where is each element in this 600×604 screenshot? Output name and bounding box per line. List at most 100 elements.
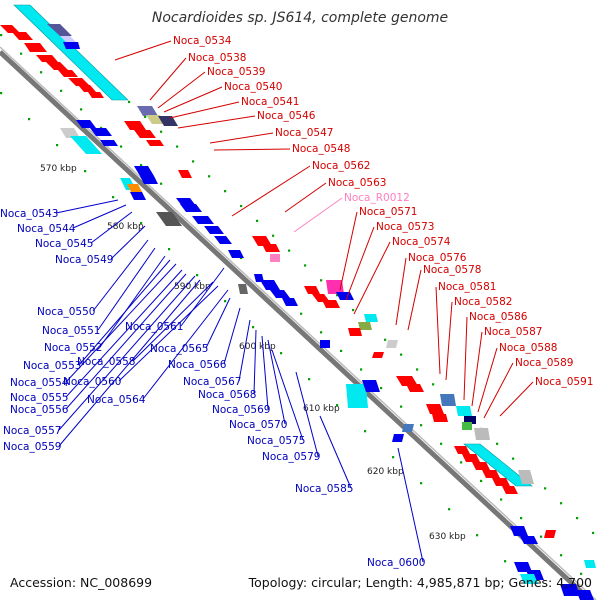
tick-dot [240, 204, 243, 208]
cluster-570-reverse [60, 120, 118, 154]
gene-label-reverse[interactable]: Noca_0579 [262, 451, 320, 463]
gene-label-reverse[interactable]: Noca_0553 [23, 360, 81, 372]
reverse-gene [560, 584, 580, 596]
leader-line [149, 57, 187, 101]
leader-line [99, 255, 166, 348]
gene-label-forward[interactable]: Noca_0548 [292, 143, 350, 155]
gene-label-reverse[interactable]: Noca_0544 [17, 223, 76, 235]
tick-dot [140, 164, 143, 167]
gene-label-reverse[interactable]: Noca_0556 [10, 404, 69, 416]
gene-label-reverse[interactable]: Noca_0575 [247, 435, 305, 447]
gene-label-reverse[interactable]: Noca_0557 [3, 425, 61, 437]
gene-label-forward[interactable]: Noca_0547 [275, 127, 333, 139]
tick-dot [120, 145, 123, 148]
gene-label-forward[interactable]: Noca_0582 [454, 296, 512, 308]
gene-label-forward[interactable]: Noca_0562 [312, 160, 370, 172]
gene-label-reverse[interactable]: Noca_0561 [125, 321, 183, 333]
cluster-0562 [252, 236, 280, 262]
gene-label-forward[interactable]: Noca_0563 [328, 177, 386, 189]
left-gene-labels: Noca_0543Noca_0544Noca_0545Noca_0549Noca… [0, 208, 425, 569]
gene-label-forward[interactable]: Noca_0571 [359, 206, 417, 218]
gene-label-reverse[interactable]: Noca_0543 [0, 208, 58, 220]
leader-line [253, 329, 257, 395]
forward-gene [262, 244, 280, 252]
gene-label-reverse[interactable]: Noca_0570 [229, 419, 287, 431]
kbp-label: 590 kbp [174, 282, 211, 292]
gene-label-forward[interactable]: Noca_0587 [484, 326, 542, 338]
cyan-gene [456, 406, 472, 416]
gene-label-reverse[interactable]: Noca_0559 [3, 441, 61, 453]
gene-label-forward[interactable]: Noca_0591 [535, 376, 593, 388]
leader-line [58, 275, 196, 431]
gene-label-reverse[interactable]: Noca_0545 [35, 238, 93, 250]
gene-label-forward[interactable]: Noca_0589 [515, 357, 573, 369]
tick-dot [28, 118, 31, 121]
tick-dot [592, 531, 595, 535]
gene-label-reverse[interactable]: Noca_0569 [212, 404, 270, 416]
genome-backbone [0, 46, 597, 602]
tick-dot [352, 308, 355, 312]
gene-label-reverse[interactable]: Noca_0564 [87, 394, 146, 406]
gene-label-reverse[interactable]: Noca_0560 [63, 376, 121, 388]
cyan-gene [584, 560, 596, 568]
tick-dot [300, 312, 303, 315]
backbone-highlight [0, 46, 597, 601]
gene-label-forward[interactable]: Noca_0538 [188, 52, 246, 64]
leader-line [65, 269, 183, 398]
gene-label-forward[interactable]: Noca_0581 [438, 281, 496, 293]
gene-label-reverse[interactable]: Noca_0600 [367, 557, 425, 569]
gene-label-reverse[interactable]: Noca_0585 [295, 483, 353, 495]
tick-dot [420, 482, 423, 485]
tick-dot [504, 560, 507, 563]
leader-line [295, 371, 319, 457]
gene-label-reverse[interactable]: Noca_0550 [37, 306, 95, 318]
leader-line [231, 165, 311, 217]
gene-label-reverse[interactable]: Noca_0551 [42, 325, 100, 337]
forward-gene [454, 446, 470, 454]
tick-dot [56, 144, 59, 147]
gene-label-reverse[interactable]: Noca_0558 [77, 356, 135, 368]
gene-label-reverse[interactable]: Noca_0554 [10, 377, 69, 389]
tick-dot [252, 326, 255, 329]
gene-label-forward[interactable]: Noca_0576 [408, 252, 467, 264]
leader-line [209, 132, 274, 144]
tick-dot [340, 349, 343, 352]
gene-label-reverse[interactable]: Noca_0565 [150, 343, 208, 355]
gene-label-forward[interactable]: Noca_0574 [392, 236, 451, 248]
gene-label-forward[interactable]: Noca_R0012 [344, 192, 410, 204]
tick-dot [288, 249, 291, 252]
gene-label-reverse[interactable]: Noca_0566 [168, 359, 227, 371]
gene-label-forward[interactable]: Noca_0578 [423, 264, 481, 276]
reverse-gene [130, 192, 146, 200]
forward-gene [0, 25, 20, 33]
gene-label-reverse[interactable]: Noca_0568 [198, 389, 256, 401]
gene-label-forward[interactable]: Noca_0539 [207, 66, 265, 78]
gene-label-forward[interactable]: Noca_0541 [241, 96, 299, 108]
tick-dot [576, 516, 579, 520]
reverse-gene [100, 140, 118, 146]
gene-label-forward[interactable]: Noca_0540 [224, 81, 282, 93]
gene-label-forward[interactable]: Noca_0573 [376, 221, 434, 233]
gene-label-forward[interactable]: Noca_0586 [469, 311, 528, 323]
gene-label-reverse[interactable]: Noca_0549 [55, 254, 113, 266]
tick-dot [476, 534, 479, 537]
tick-dot [580, 572, 583, 575]
purple-gene [47, 24, 72, 36]
leader-line [78, 259, 171, 366]
leader-line [261, 335, 269, 410]
reverse-gene [140, 176, 158, 184]
map-title: Nocardioides sp. JS614, complete genome [152, 10, 448, 26]
leader-line [339, 211, 358, 291]
forward-gene [252, 236, 272, 246]
gene-label-forward[interactable]: Noca_0534 [173, 35, 232, 47]
gene-label-reverse[interactable]: Noca_0555 [10, 392, 68, 404]
tick-dot [520, 516, 523, 520]
rna-gene [270, 254, 280, 262]
forward-gene [124, 121, 146, 130]
gene-label-forward[interactable]: Noca_0588 [499, 342, 557, 354]
gene-label-reverse[interactable]: Noca_0552 [44, 342, 102, 354]
gene-label-reverse[interactable]: Noca_0567 [183, 376, 241, 388]
gene-label-forward[interactable]: Noca_0546 [257, 110, 316, 122]
gray-gene [386, 340, 398, 348]
reverse-gene [76, 120, 96, 128]
